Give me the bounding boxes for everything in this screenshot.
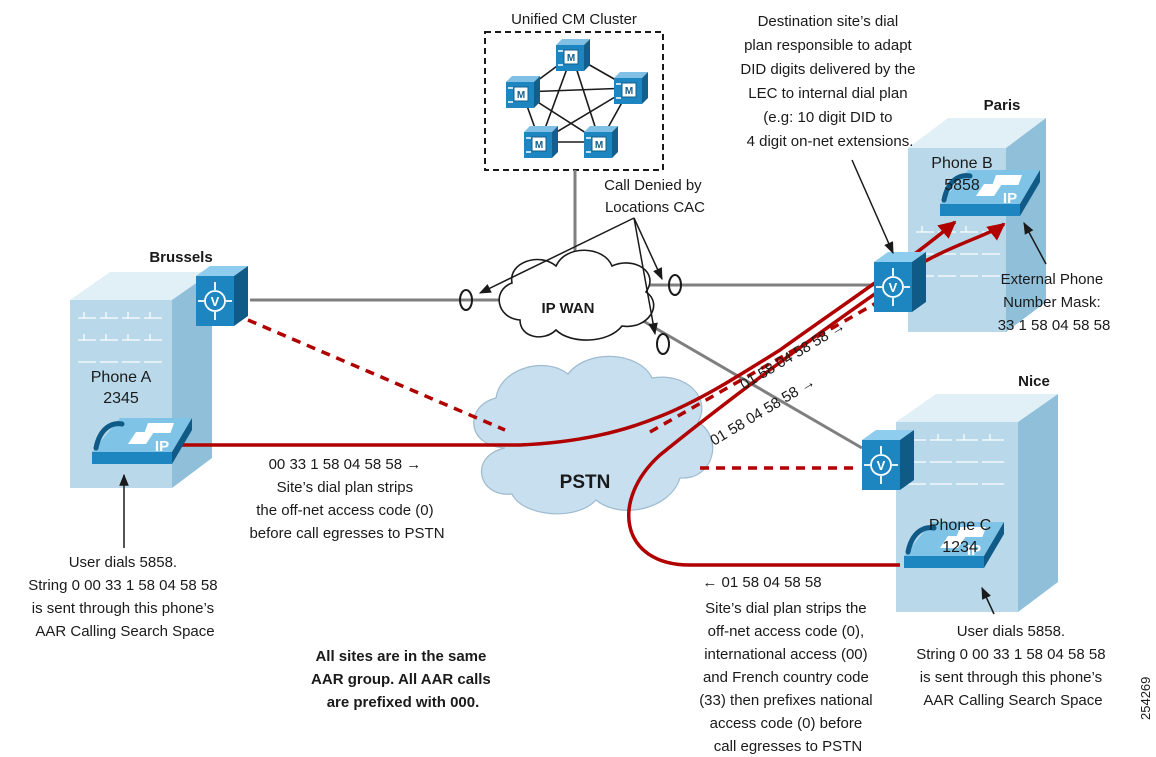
phone-b-icon: IP — [940, 170, 1040, 216]
phone-c-icon: IP — [904, 522, 1004, 568]
phone-a-icon: IP — [92, 418, 192, 464]
ip-wan-label: IP WAN — [541, 300, 594, 317]
cm-server-icon: M — [524, 126, 558, 158]
nice-phone-ext: 1234 — [942, 539, 978, 556]
brussels-strip-note: 00 33 1 58 04 58 58 → Site’s dial plan s… — [249, 456, 444, 542]
brussels-phone-ext: 2345 — [103, 390, 139, 407]
nice-site-name: Nice — [1018, 373, 1050, 390]
svg-text:V: V — [889, 280, 898, 295]
pointer-arrows — [119, 159, 1047, 615]
cm-server-icon: M — [556, 39, 590, 71]
cm-server-icon: M — [614, 72, 648, 104]
svg-text:M: M — [625, 86, 633, 97]
pstn-trunks — [247, 300, 879, 470]
svg-text:M: M — [567, 53, 575, 64]
paris-phone-ext: 5858 — [944, 177, 980, 194]
brussels-site-name: Brussels — [149, 249, 212, 266]
svg-text:M: M — [595, 140, 603, 151]
brussels-user-note: User dials 5858. String 0 00 33 1 58 04 … — [28, 554, 222, 640]
pstn-label: PSTN — [560, 472, 611, 493]
svg-text:M: M — [535, 140, 543, 151]
nice-phone-label: Phone C — [929, 517, 991, 534]
svg-text:IP: IP — [967, 542, 981, 559]
paris-phone-label: Phone B — [931, 155, 992, 172]
brussels-phone-label: Phone A — [91, 369, 152, 386]
nice-router-icon: V — [862, 430, 914, 490]
paris-router-icon: V — [874, 252, 926, 312]
nice-building — [896, 394, 1058, 612]
aar-group-note: All sites are in the same AAR group. All… — [311, 648, 495, 711]
nice-user-note: User dials 5858. String 0 00 33 1 58 04 … — [916, 623, 1110, 709]
call-denied-note: Call Denied by Locations CAC — [604, 177, 706, 216]
nice-digits: ← 01 58 04 58 58 — [702, 574, 821, 591]
svg-text:V: V — [877, 458, 886, 473]
cm-server-icon: M — [506, 76, 540, 108]
cm-server-icon: M — [584, 126, 618, 158]
nice-strip-note: Site’s dial plan strips the off-net acce… — [699, 600, 877, 755]
brussels-router-icon: V — [196, 266, 248, 326]
cac-points — [459, 274, 682, 355]
cluster-title: Unified CM Cluster — [511, 11, 637, 28]
svg-text:V: V — [211, 294, 220, 309]
destination-note: Destination site’s dial plan responsible… — [740, 13, 919, 150]
svg-text:IP: IP — [1003, 190, 1017, 207]
paris-site-name: Paris — [984, 97, 1021, 114]
diagonal-digits-upper: 01 58 04 58 58 → — [737, 317, 848, 393]
svg-text:IP: IP — [155, 438, 169, 455]
svg-text:M: M — [517, 90, 525, 101]
ip-wan-cloud — [498, 249, 655, 341]
mask-note: External Phone Number Mask: 33 1 58 04 5… — [998, 271, 1111, 334]
figure-id: 254269 — [1138, 677, 1153, 720]
